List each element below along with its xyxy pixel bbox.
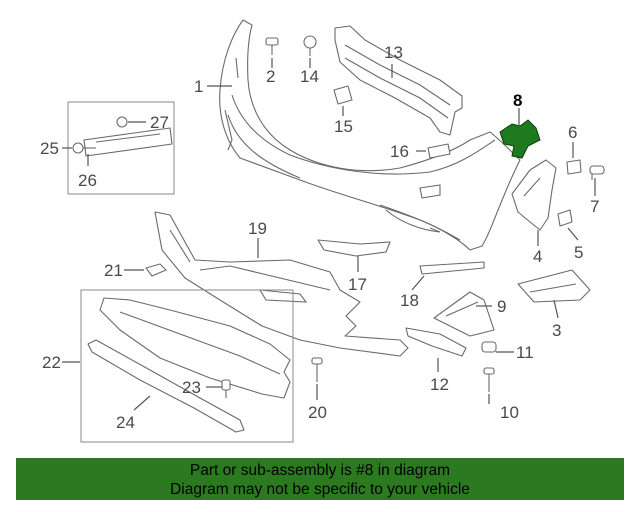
- callout-1: 1: [194, 77, 203, 96]
- deflector-part-9: [433, 291, 495, 337]
- cap-part-16: [427, 143, 451, 159]
- undertray-part-19: [154, 211, 409, 357]
- callout-27: 27: [150, 113, 169, 132]
- callout-4: 4: [533, 247, 542, 266]
- callout-21: 21: [104, 261, 123, 280]
- bolt-part-11: [481, 341, 497, 353]
- callout-6: 6: [568, 123, 577, 142]
- undershield-part-22: [99, 297, 291, 399]
- strip-part-24: [87, 339, 245, 433]
- callout-19: 19: [248, 219, 267, 238]
- callout-15: 15: [334, 117, 353, 136]
- leader-lines: [62, 58, 596, 411]
- disclaimer-line: Diagram may not be specific to your vehi…: [170, 481, 470, 498]
- bolt-part-25: [72, 142, 96, 154]
- plate-part-26: [83, 127, 173, 157]
- callout-22: 22: [42, 353, 61, 372]
- callout-18: 18: [400, 291, 419, 310]
- callout-20: 20: [308, 403, 327, 422]
- bolt-part-20: [311, 357, 323, 382]
- bolt-part-10: [483, 367, 495, 392]
- screw-part-14: [303, 35, 317, 56]
- side-bracket-part-4: [511, 159, 557, 231]
- callout-14: 14: [300, 67, 319, 86]
- callout-24: 24: [116, 413, 135, 432]
- trim-part-18: [419, 261, 485, 275]
- trim-part-17: [317, 239, 391, 257]
- callout-7: 7: [590, 197, 599, 216]
- callout-26: 26: [78, 171, 97, 190]
- bumper-cover-part-1: [219, 19, 521, 251]
- pin-part-23: [221, 379, 231, 398]
- screw-part-27: [116, 116, 128, 128]
- clip-part-5: [557, 209, 573, 227]
- callout-25: 25: [40, 139, 59, 158]
- callout-12: 12: [430, 375, 449, 394]
- pin-part-7: [589, 165, 605, 180]
- callout-3: 3: [552, 321, 561, 340]
- callout-numbers: 1 2 14 13 15 16 8 6 7 4 5 3 17 18 9 12 1…: [40, 43, 599, 432]
- callout-16: 16: [390, 142, 409, 161]
- panel-part-3: [517, 269, 591, 303]
- callout-10: 10: [500, 403, 519, 422]
- part-info-line: Part or sub-assembly is #8 in diagram: [189, 462, 451, 479]
- callout-9: 9: [497, 297, 506, 316]
- bracket-part-15: [333, 85, 353, 105]
- callout-8: 8: [513, 91, 522, 110]
- callout-11: 11: [516, 343, 534, 362]
- callout-5: 5: [574, 243, 583, 262]
- clip-part-21: [145, 263, 167, 277]
- box-part-22: [80, 289, 294, 443]
- callout-23: 23: [182, 378, 201, 397]
- reinforcement-part-13: [334, 25, 463, 136]
- callout-2: 2: [266, 67, 275, 86]
- callout-17: 17: [348, 275, 367, 294]
- screw-part-2: [265, 37, 279, 55]
- trim-part-12: [405, 327, 467, 357]
- part-info-banner: Part or sub-assembly is #8 in diagram Di…: [16, 458, 624, 500]
- callout-13: 13: [384, 43, 403, 62]
- clip-part-6: [566, 159, 582, 175]
